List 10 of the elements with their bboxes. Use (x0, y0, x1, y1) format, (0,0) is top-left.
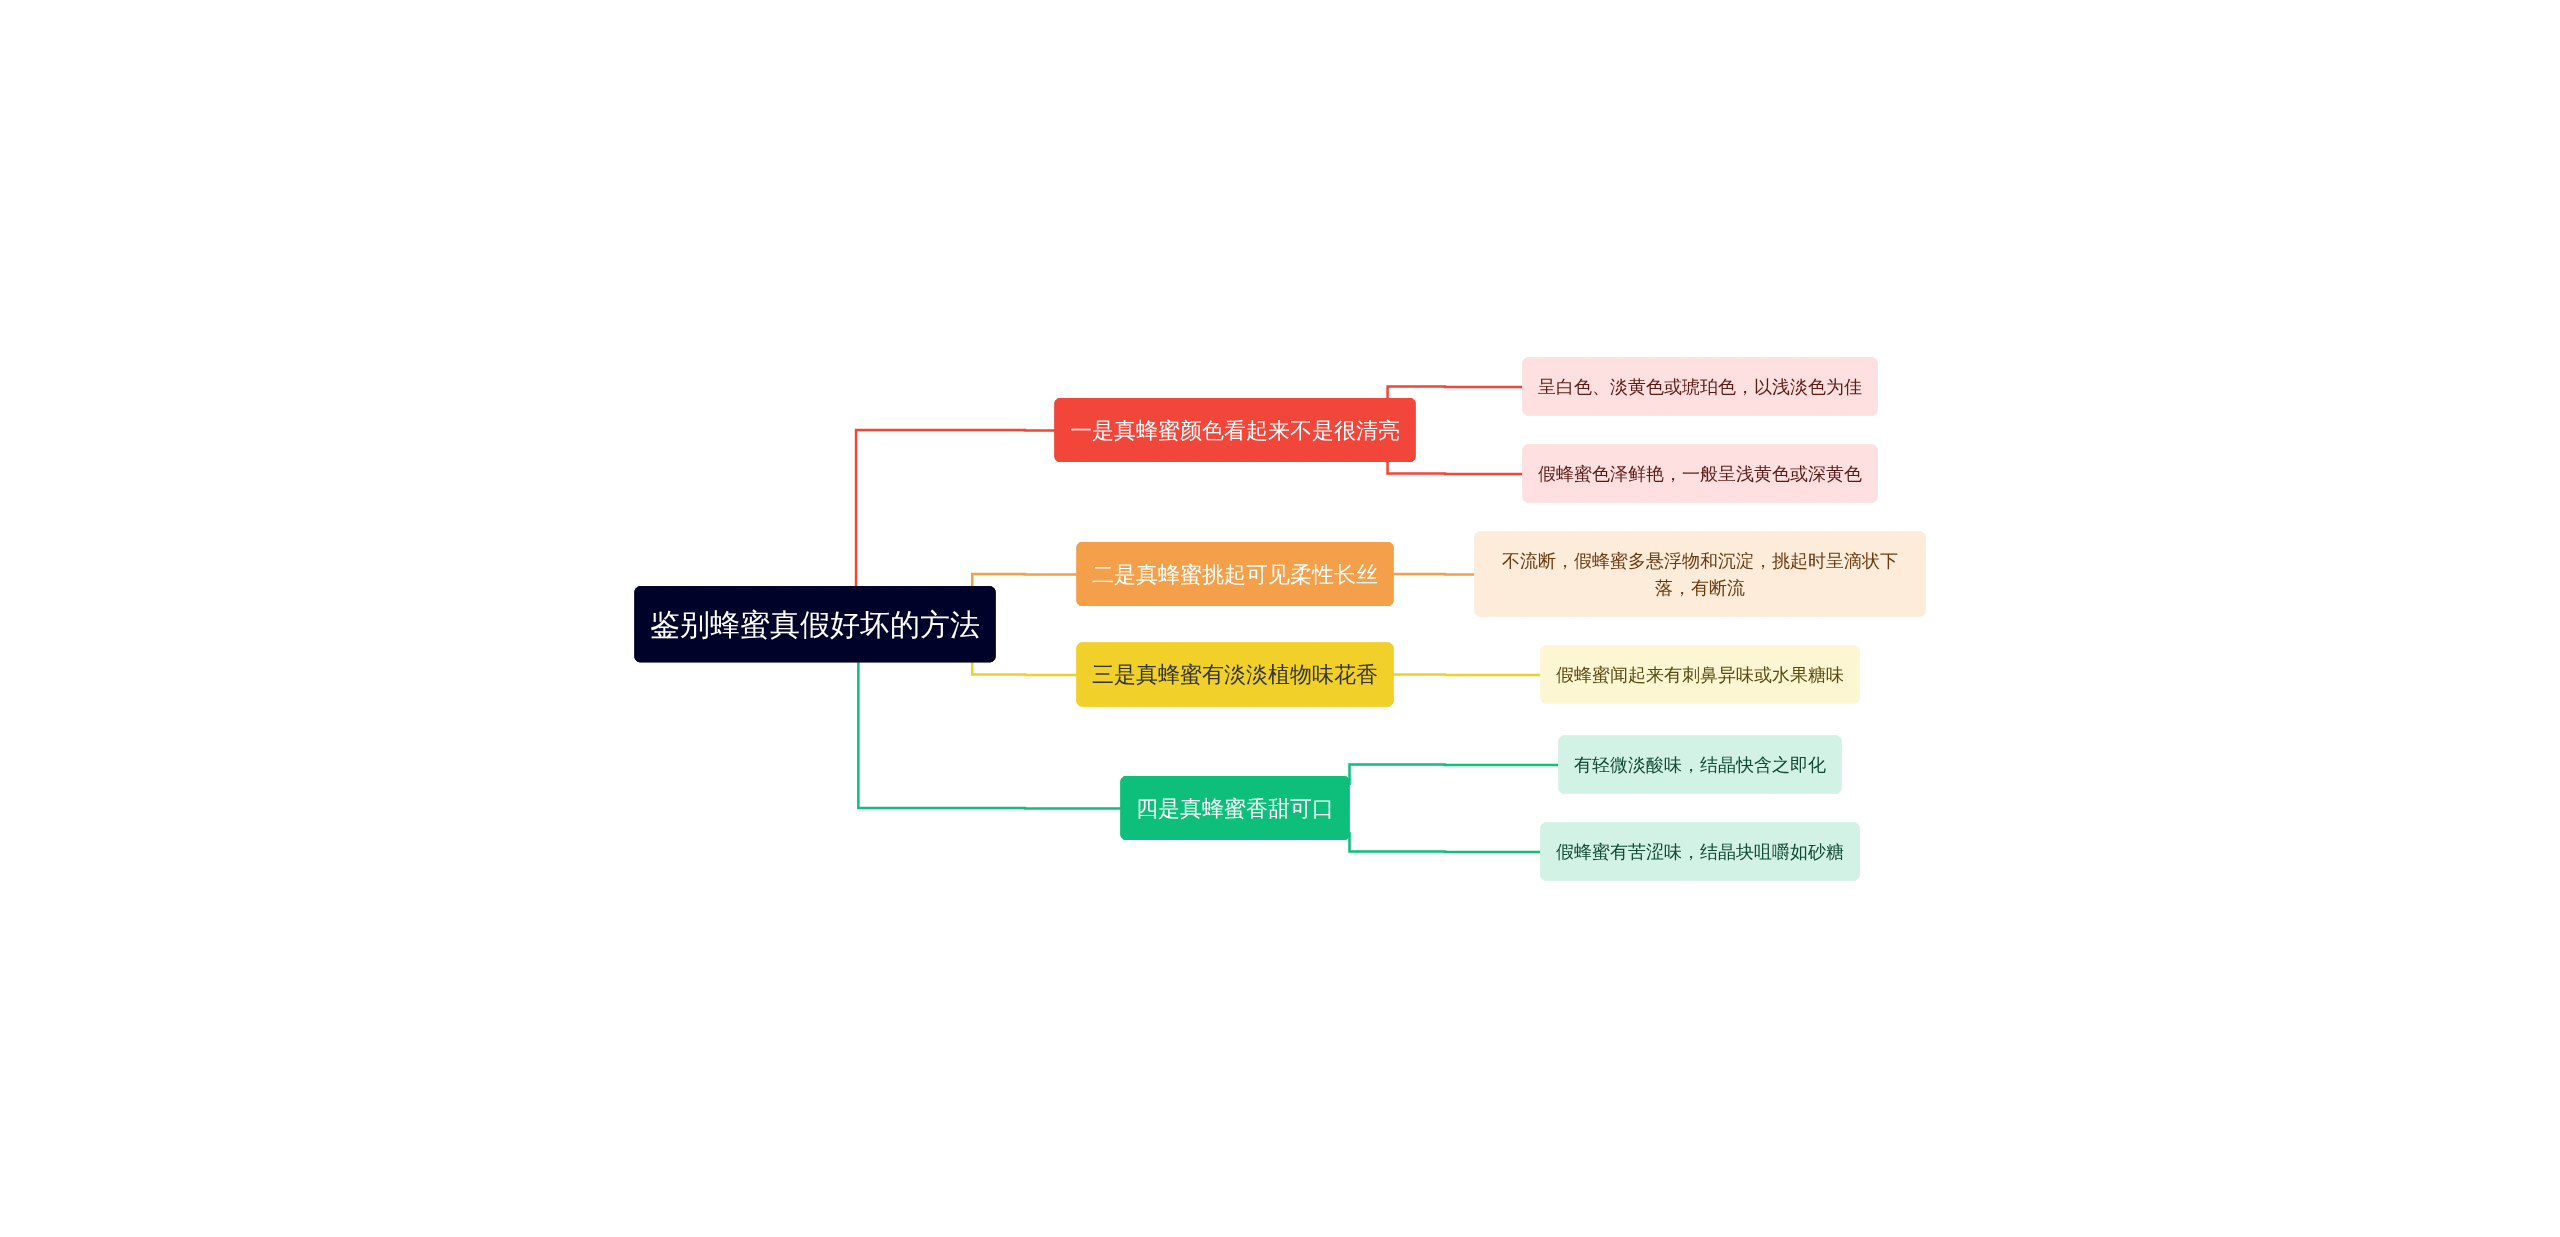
connector (857, 661, 1122, 810)
connector (1386, 384, 1524, 399)
connector (1392, 572, 1476, 576)
connector (1348, 762, 1560, 785)
connector (854, 428, 1056, 587)
connector (1386, 461, 1524, 475)
connector (970, 661, 1078, 676)
connector (970, 572, 1078, 587)
connector (1348, 831, 1542, 853)
connector (1392, 672, 1542, 676)
